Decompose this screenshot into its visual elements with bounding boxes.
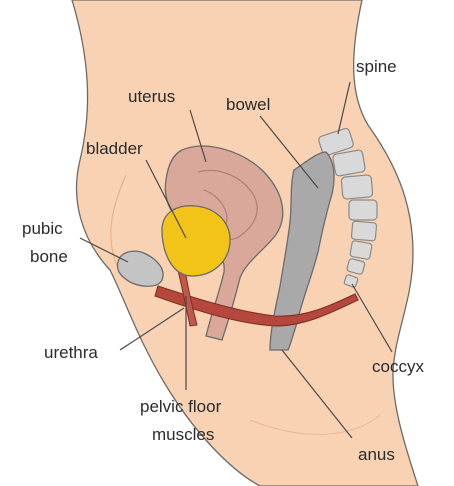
spine-leader	[337, 81, 351, 135]
label-pelvic-floor-line1: pelvic floor	[140, 397, 222, 416]
label-pubic-bone-line2: bone	[30, 247, 68, 266]
bowel-leader	[259, 115, 319, 189]
bowel-shape	[269, 151, 335, 351]
urethra-leader	[119, 307, 185, 351]
label-pubic-bone-line1: pubic	[22, 219, 63, 238]
anus-leader	[281, 349, 353, 439]
coccyx-leader	[351, 283, 393, 353]
spine-vertebrae	[318, 127, 378, 288]
pubic-bone-shape	[116, 250, 164, 287]
label-uterus: uterus	[128, 87, 175, 106]
bladder-leader	[145, 159, 187, 239]
label-bladder: bladder	[86, 139, 143, 158]
uterus-leader	[189, 109, 207, 163]
label-spine: spine	[356, 57, 397, 76]
pelvic-floor-muscles	[154, 285, 359, 327]
buttock-contour	[249, 414, 381, 435]
label-urethra: urethra	[44, 343, 98, 362]
urethra-tube	[177, 269, 198, 327]
label-anus: anus	[358, 445, 395, 464]
label-pelvic-floor-line2: muscles	[152, 425, 214, 444]
abdomen-contour	[110, 174, 127, 273]
label-coccyx: coccyx	[372, 357, 424, 376]
label-bowel: bowel	[226, 95, 270, 114]
bladder-shape	[161, 205, 231, 277]
leader-lines	[79, 81, 393, 439]
uterus-inner	[197, 169, 258, 240]
pubic-bone-leader	[79, 237, 129, 263]
